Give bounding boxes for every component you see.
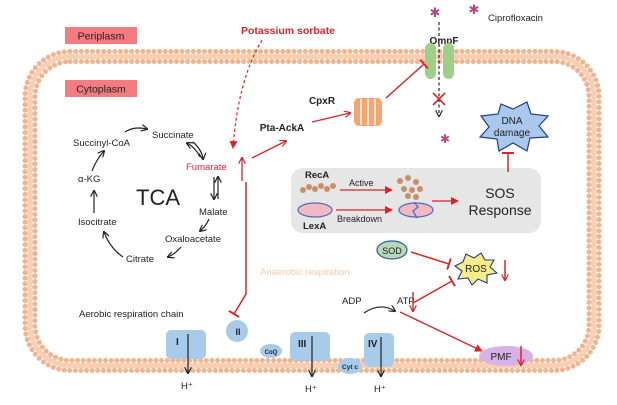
svg-text:Periplasm: Periplasm (78, 31, 125, 43)
reca-activated (397, 175, 423, 200)
svg-text:✱: ✱ (469, 2, 480, 17)
ompf-porin (425, 43, 454, 79)
ciprofloxacin-molecules: ✱ ✱ ✱ (430, 2, 480, 146)
tca-arrow-malate-oxaloacetate (200, 218, 210, 231)
tca-arrow-succinate-fumarate-rev (187, 143, 201, 158)
anaerobic-respiration-label: Anaerobic respiration (260, 267, 350, 278)
pmf-indicator: PMF (479, 346, 533, 366)
cytoplasm-label: Cytoplasm (65, 80, 137, 97)
metabolite-fumarate: Fumarate (186, 162, 227, 173)
svg-text:IV: IV (368, 339, 378, 350)
cyt-c-carrier: Cyt c (338, 358, 362, 374)
cpxr-protein (354, 98, 382, 126)
cpxr-inhibits-ompf (385, 58, 429, 99)
lexa-protein (297, 202, 333, 218)
active-label: Active (349, 178, 374, 188)
aerobic-chain-label: Aerobic respiration chain (79, 309, 184, 320)
complex-iii: III (290, 332, 330, 361)
breakdown-label: Breakdown (337, 214, 382, 224)
potassium-sorbate-label: Potassium sorbate (241, 25, 335, 37)
periplasm-label: Periplasm (65, 27, 137, 44)
svg-text:III: III (298, 339, 307, 350)
sorbate-to-fumarate-arrow (229, 39, 263, 149)
ros-burst: ROS (453, 252, 499, 286)
metabolite-citrate: Citrate (126, 254, 154, 265)
reca-label: RecA (305, 170, 329, 181)
ompf-label: OmpF (430, 36, 459, 47)
complex-iv: IV (364, 333, 394, 367)
dna-damage-burst: DNA damage (478, 101, 550, 152)
svg-text:DNA: DNA (501, 116, 522, 127)
adp-to-atp-arrow (363, 307, 395, 314)
metabolite-succinyl-coa: Succinyl-CoA (73, 138, 131, 149)
atp-to-pmf-arrow (399, 311, 483, 352)
svg-text:CoQ: CoQ (265, 350, 278, 356)
ciprofloxacin-label: Ciprofloxacin (488, 13, 543, 24)
lexa-label: LexA (303, 221, 326, 232)
svg-text:Cytoplasm: Cytoplasm (76, 84, 126, 96)
cpxr-label: CpxR (309, 96, 336, 107)
sos-response-panel (291, 168, 541, 233)
sod-enzyme: SOD (376, 240, 408, 260)
svg-text:damage: damage (494, 128, 531, 139)
adp-label: ADP (342, 296, 362, 307)
svg-text:PMF: PMF (490, 352, 511, 363)
metabolite-alpha-kg: α-KG (78, 174, 100, 185)
svg-text:✱: ✱ (430, 5, 441, 20)
svg-text:II: II (235, 327, 240, 337)
svg-text:SOD: SOD (382, 246, 402, 256)
reca-filament (300, 183, 336, 193)
coq-carrier: CoQ (260, 344, 282, 358)
tca-arrow-oxaloacetate-citrate (168, 246, 182, 257)
svg-text:ROS: ROS (465, 264, 487, 275)
tca-cycle: TCA Succinyl-CoA Succinate Fumarate α-KG… (73, 128, 228, 265)
sod-inhibits-ros (410, 251, 452, 271)
tca-label: TCA (136, 185, 180, 210)
metabolite-succinate: Succinate (152, 130, 194, 141)
svg-text:✱: ✱ (440, 132, 450, 146)
atp-label: ATP (397, 296, 415, 307)
atp-inhibits-ros (412, 275, 456, 304)
metabolite-isocitrate: Isocitrate (78, 217, 117, 228)
metabolite-malate: Malate (199, 207, 228, 218)
complex-i: I (166, 330, 206, 359)
lexa-cleaved (398, 201, 434, 219)
ciprofloxacin-block-mark (432, 92, 446, 106)
proton-label-iii: H⁺ (305, 384, 317, 395)
proton-label-iv: H⁺ (374, 384, 386, 395)
fumarate-inhibits-complex-ii (228, 182, 247, 318)
sos-label: SOS (485, 185, 515, 201)
svg-text:Cyt c: Cyt c (342, 364, 358, 371)
svg-text:I: I (176, 337, 179, 348)
pta-acka-to-cpxr-arrow (311, 113, 350, 123)
sos-response-label: Response (468, 202, 531, 218)
tca-arrow-succinylcoa-succinate (124, 128, 147, 133)
tca-arrow-citrate-isocitrate (104, 232, 124, 258)
pta-acka-label: Pta-AckA (260, 123, 304, 134)
tca-arrow-alphakg-succinylcoa (91, 151, 104, 172)
fumarate-to-pta-acka-arrow (251, 141, 286, 159)
proton-label-i: H⁺ (181, 381, 193, 392)
complex-ii: II (226, 320, 248, 342)
tca-arrow-succinate-fumarate (192, 141, 203, 159)
metabolite-oxaloacetate: Oxaloacetate (165, 234, 221, 245)
